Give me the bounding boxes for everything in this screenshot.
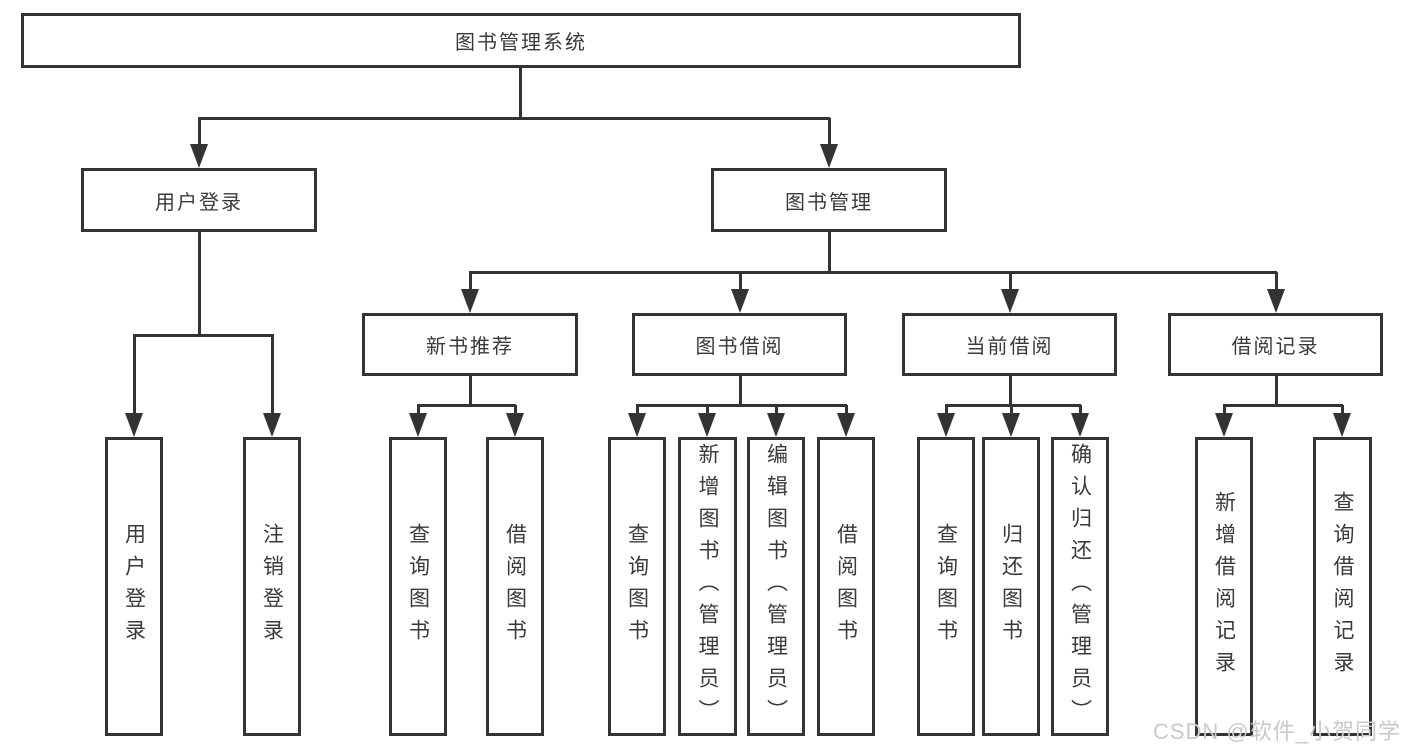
- watermark: CSDN @软件_小贺同学: [1152, 719, 1401, 744]
- leaf-confirm-return-admin-label: 确认归还（管理员）: [1068, 442, 1092, 731]
- connector-leaf-stub: [775, 405, 778, 420]
- connector-user-login-split: [133, 334, 274, 337]
- leaf-logout-label: 注销登录: [260, 522, 284, 651]
- connector-root-split: [198, 117, 830, 120]
- leaf-query-books-borrow: 查询图书: [608, 437, 666, 736]
- leaf-edit-book-admin-label: 编辑图书（管理员）: [764, 442, 788, 731]
- connector-borrow-records-stem: [1275, 376, 1278, 405]
- leaf-borrow-books-recommend: 借阅图书: [486, 437, 544, 736]
- connector-to-leaf-logout: [271, 335, 274, 420]
- arrow-down-icon: [190, 144, 208, 168]
- connector-book-borrow-split: [636, 404, 847, 407]
- connector-to-new-book-recommend: [469, 272, 472, 295]
- node-book-management: 图书管理: [711, 168, 947, 232]
- arrow-down-icon: [937, 413, 955, 437]
- connector-leaf-stub: [636, 405, 639, 420]
- connector-to-book-management: [828, 118, 831, 148]
- leaf-query-books-recommend-label: 查询图书: [406, 522, 430, 651]
- leaf-borrow-books-recommend-label: 借阅图书: [503, 522, 527, 651]
- arrow-down-icon: [1001, 289, 1019, 313]
- leaf-add-book-admin: 新增图书（管理员）: [678, 437, 737, 736]
- node-new-book-recommend: 新书推荐: [362, 313, 578, 376]
- connector-new-book-recommend-split: [417, 404, 516, 407]
- arrow-down-icon: [1071, 413, 1089, 437]
- leaf-edit-book-admin: 编辑图书（管理员）: [747, 437, 805, 736]
- node-user-login-label: 用户登录: [155, 191, 243, 214]
- node-book-borrow-label: 图书借阅: [695, 336, 784, 358]
- node-root-label: 图书管理系统: [455, 32, 587, 54]
- node-book-management-label: 图书管理: [785, 191, 873, 214]
- connector-to-leaf-user-login: [133, 335, 136, 420]
- leaf-query-books-borrow-label: 查询图书: [625, 522, 649, 651]
- arrow-down-icon: [1215, 413, 1233, 437]
- connector-leaf-stub: [706, 405, 709, 420]
- connector-borrow-records-split: [1223, 404, 1343, 407]
- leaf-add-book-admin-label: 新增图书（管理员）: [696, 442, 719, 731]
- connector-current-borrow-stem: [1009, 376, 1012, 405]
- arrow-down-icon: [767, 413, 785, 437]
- node-new-book-recommend-label: 新书推荐: [426, 336, 514, 358]
- arrow-down-icon: [628, 413, 646, 437]
- connector-leaf-stub: [1010, 405, 1013, 420]
- connector-leaf-stub: [417, 405, 420, 420]
- connector-leaf-stub: [1223, 405, 1226, 420]
- arrow-down-icon: [731, 289, 749, 313]
- leaf-query-books-current: 查询图书: [917, 437, 975, 736]
- leaf-query-books-recommend: 查询图书: [389, 437, 447, 736]
- arrow-down-icon: [698, 413, 716, 437]
- leaf-return-books: 归还图书: [982, 437, 1040, 736]
- arrow-down-icon: [837, 413, 855, 437]
- node-current-borrow-label: 当前借阅: [965, 336, 1054, 358]
- node-root: 图书管理系统: [21, 13, 1021, 68]
- connector-user-login-stem: [198, 232, 201, 335]
- leaf-confirm-return-admin: 确认归还（管理员）: [1051, 437, 1109, 736]
- connector-book-management-stem: [828, 232, 831, 272]
- arrow-down-icon: [1333, 413, 1351, 437]
- leaf-borrow-books-borrow: 借阅图书: [817, 437, 875, 736]
- leaf-add-borrow-record: 新增借阅记录: [1195, 437, 1253, 736]
- arrow-down-icon: [506, 413, 524, 437]
- leaf-add-borrow-record-label: 新增借阅记录: [1212, 490, 1236, 683]
- leaf-query-books-current-label: 查询图书: [934, 522, 958, 651]
- leaf-return-books-label: 归还图书: [999, 522, 1023, 651]
- leaf-query-borrow-record: 查询借阅记录: [1313, 437, 1372, 736]
- connector-leaf-stub: [945, 405, 948, 420]
- leaf-logout: 注销登录: [243, 437, 301, 736]
- arrow-down-icon: [461, 289, 479, 313]
- arrow-down-icon: [1267, 289, 1285, 313]
- connector-to-current-borrow: [1009, 272, 1012, 295]
- leaf-borrow-books-borrow-label: 借阅图书: [834, 522, 858, 651]
- connector-current-borrow-split: [945, 404, 1081, 407]
- connector-leaf-stub: [1341, 405, 1344, 420]
- arrow-down-icon: [125, 413, 143, 437]
- leaf-user-login: 用户登录: [105, 437, 163, 736]
- node-user-login: 用户登录: [81, 168, 317, 232]
- arrow-down-icon: [263, 413, 281, 437]
- connector-new-book-recommend-stem: [469, 376, 472, 405]
- arrow-down-icon: [1002, 413, 1020, 437]
- arrow-down-icon: [409, 413, 427, 437]
- arrow-down-icon: [820, 144, 838, 168]
- node-borrow-records: 借阅记录: [1168, 313, 1383, 376]
- connector-to-book-borrow: [739, 272, 742, 295]
- connector-to-user-login: [198, 118, 201, 148]
- leaf-query-borrow-record-label: 查询借阅记录: [1331, 490, 1354, 683]
- connector-book-management-split: [469, 271, 1277, 274]
- node-borrow-records-label: 借阅记录: [1231, 336, 1320, 358]
- node-book-borrow: 图书借阅: [632, 313, 847, 376]
- connector-book-borrow-stem: [739, 376, 742, 405]
- connector-to-borrow-records: [1275, 272, 1278, 295]
- connector-leaf-stub: [1079, 405, 1082, 420]
- connector-root-stem: [519, 68, 522, 118]
- leaf-user-login-label: 用户登录: [122, 522, 146, 651]
- connector-leaf-stub: [845, 405, 848, 420]
- connector-leaf-stub: [514, 405, 517, 420]
- node-current-borrow: 当前借阅: [902, 313, 1117, 376]
